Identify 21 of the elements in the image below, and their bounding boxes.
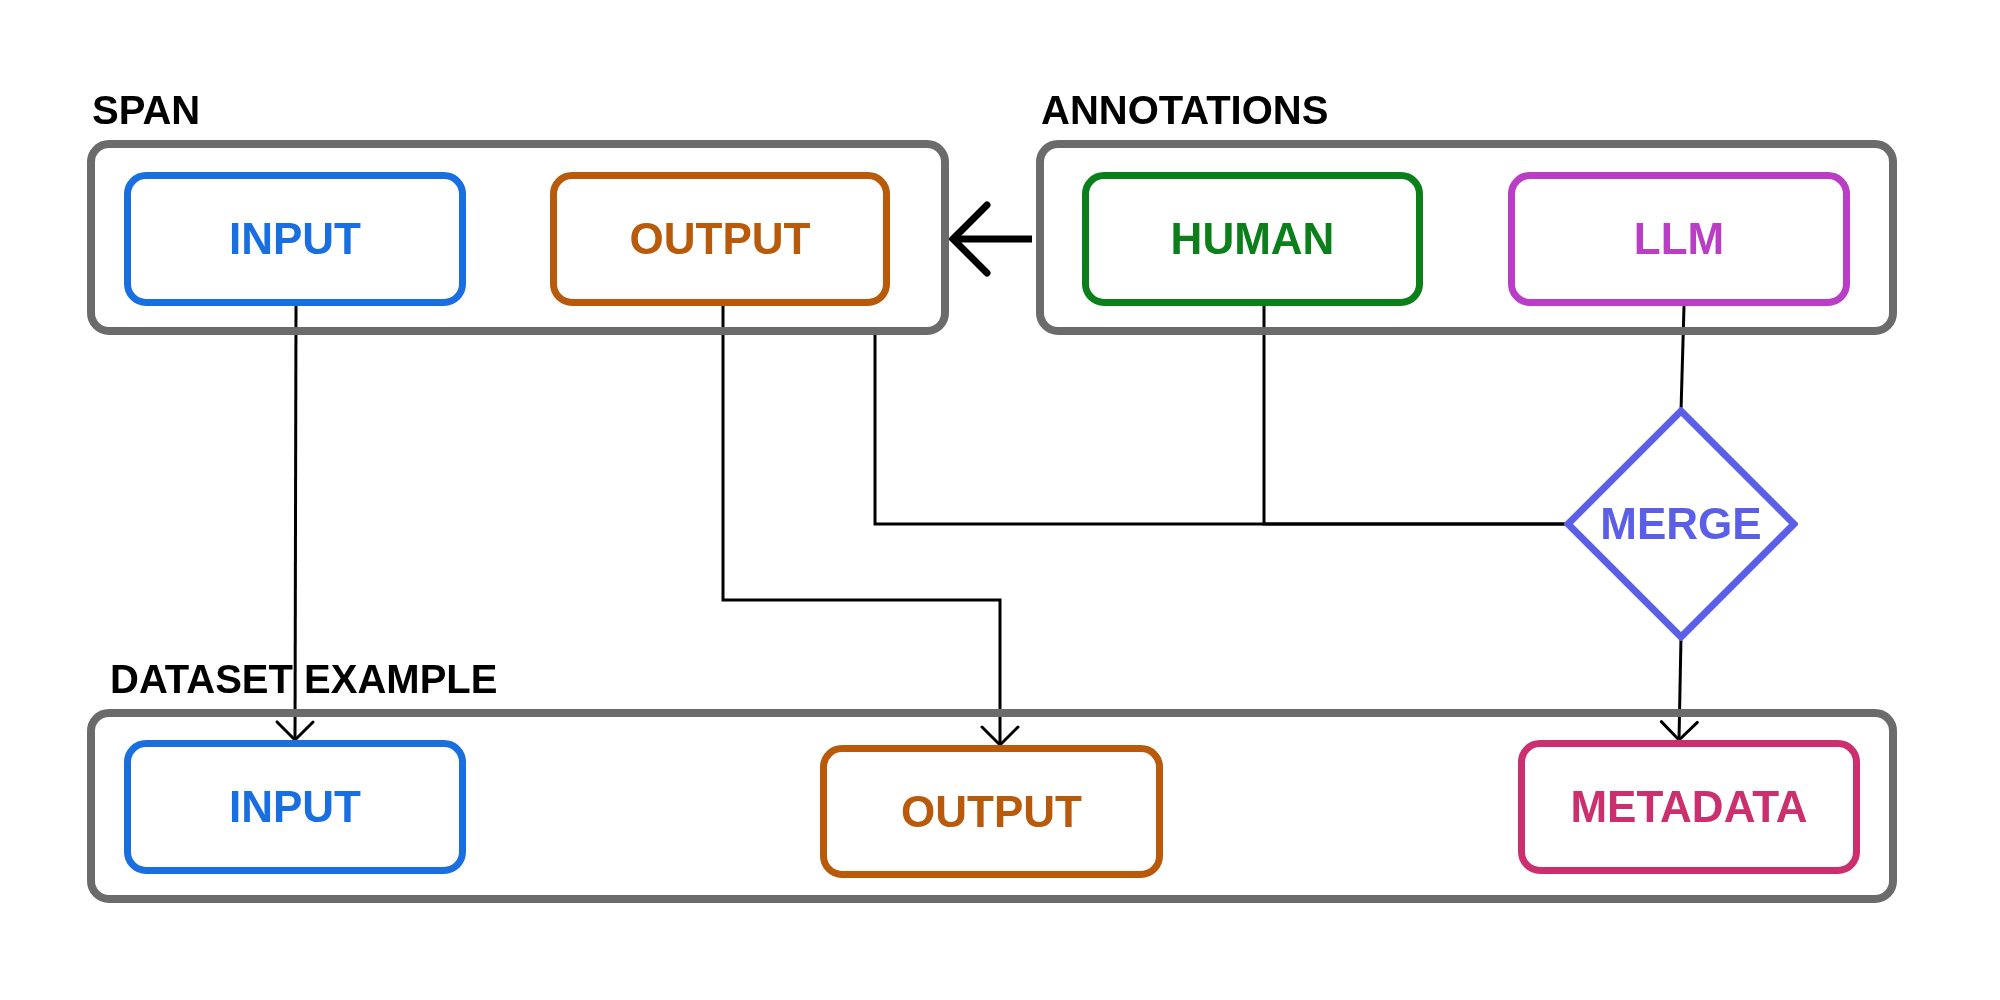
node-label: HUMAN bbox=[1170, 214, 1335, 264]
node-label: INPUT bbox=[229, 782, 361, 832]
node-label: OUTPUT bbox=[629, 214, 811, 264]
output-box bbox=[550, 172, 890, 306]
group-title: DATASET EXAMPLE bbox=[110, 659, 498, 699]
metadata-box bbox=[1518, 740, 1860, 874]
output-box bbox=[820, 745, 1163, 878]
llm-box bbox=[1508, 172, 1850, 306]
node-label: OUTPUT bbox=[901, 786, 1082, 837]
arrow bbox=[275, 306, 315, 742]
group-title: SPAN bbox=[92, 90, 201, 130]
node-label: METADATA bbox=[1570, 782, 1808, 832]
node-label: MERGE bbox=[1600, 499, 1762, 549]
arrow bbox=[721, 306, 1020, 747]
human-box bbox=[1082, 172, 1423, 306]
connector-line bbox=[1262, 306, 1568, 526]
input-box bbox=[124, 740, 466, 874]
node-label: INPUT bbox=[229, 214, 361, 264]
group-title: ANNOTATIONS bbox=[1041, 90, 1329, 130]
node-label: LLM bbox=[1633, 214, 1725, 264]
input-box bbox=[124, 172, 466, 306]
